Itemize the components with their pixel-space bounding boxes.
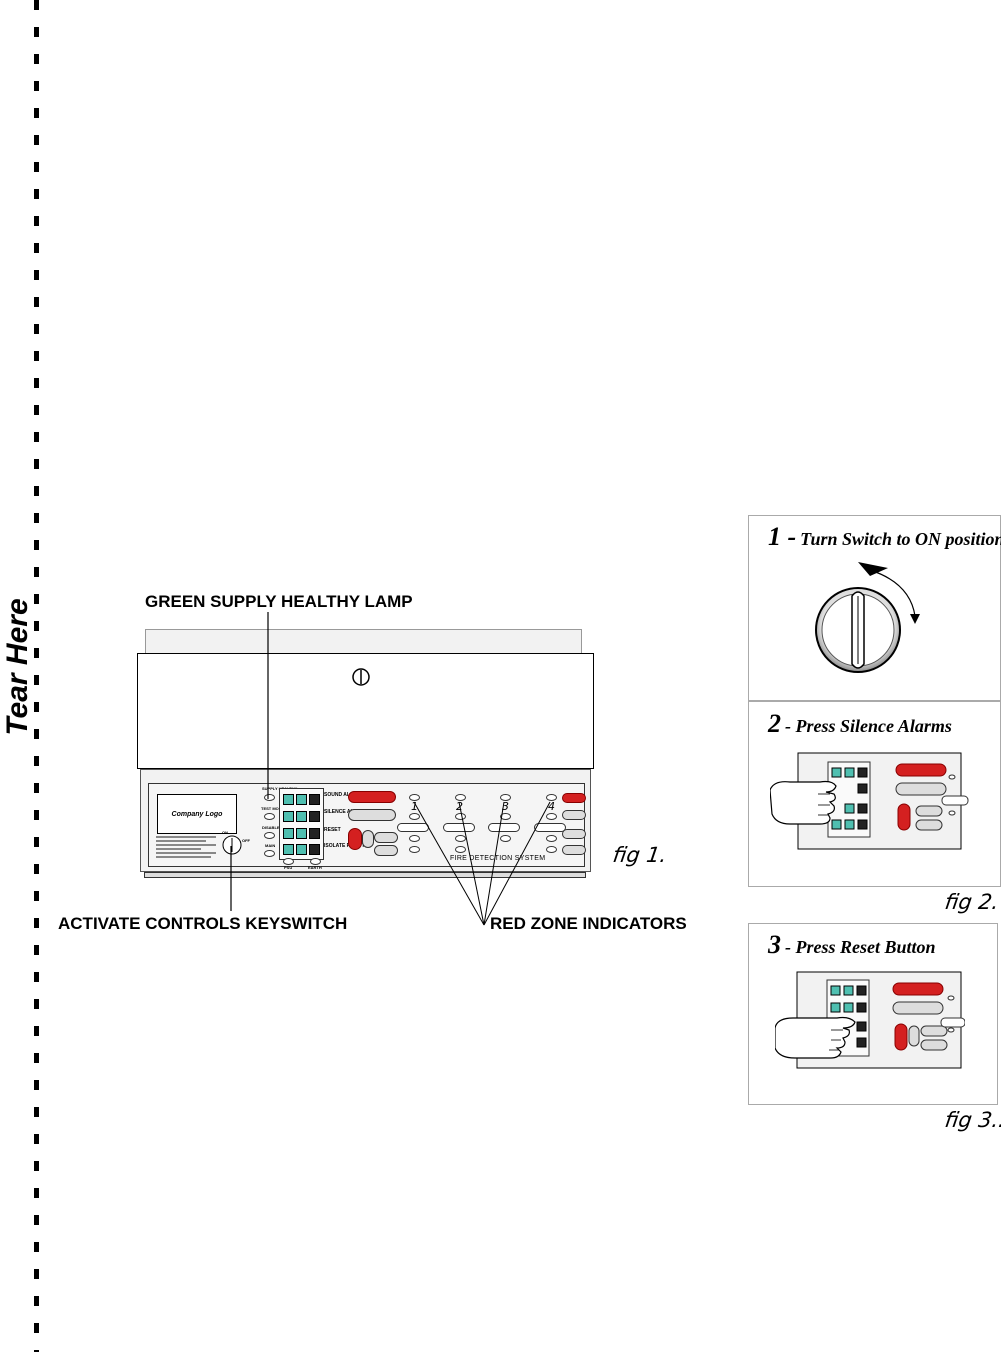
- earth-led: [310, 858, 321, 865]
- activate-pill[interactable]: [374, 832, 398, 843]
- step2-number: 2: [768, 709, 781, 738]
- control-button[interactable]: [309, 811, 320, 822]
- zone-led: [409, 835, 420, 842]
- step3-text: - Press Reset Button: [785, 937, 936, 957]
- step2-heading: 2 - Press Silence Alarms: [768, 709, 952, 739]
- zone-led: [455, 813, 466, 820]
- zone-number: 3: [502, 800, 509, 813]
- supply-healthy-led: [264, 794, 275, 801]
- test-mode-led: [264, 813, 275, 820]
- disabled-led: [264, 832, 275, 839]
- step1-text: Turn Switch to ON position: [800, 529, 1001, 549]
- step2-text: - Press Silence Alarms: [785, 716, 952, 736]
- control-button[interactable]: [309, 844, 320, 855]
- fig3-caption: fig 3..: [943, 1108, 1001, 1132]
- keyswitch-icon[interactable]: [221, 834, 243, 856]
- step1-heading: 1 - Turn Switch to ON position: [768, 522, 1001, 552]
- panel-base: [144, 872, 586, 878]
- keyswitch-on-text: ON: [222, 830, 228, 835]
- zone-led: [409, 846, 420, 853]
- psu-text: PSU: [284, 865, 293, 870]
- zone-led: [546, 835, 557, 842]
- panel-top: [145, 629, 582, 655]
- earth-text: EARTH: [308, 865, 322, 870]
- isolate-remote-text: ISOLATE REMOTE: [324, 843, 369, 849]
- zone-led: [455, 846, 466, 853]
- control-button[interactable]: [283, 844, 294, 855]
- zone-led: [546, 794, 557, 801]
- zone-number: 4: [548, 800, 555, 813]
- fig2-caption: fig 2.: [943, 890, 1001, 914]
- keyswitch-label: ACTIVATE CONTROLS KEYSWITCH: [58, 914, 348, 933]
- step3-number: 3: [768, 930, 781, 959]
- company-logo: Company Logo: [157, 794, 237, 834]
- zone-led: [546, 813, 557, 820]
- zone-label-slot: [443, 823, 475, 832]
- psu-led: [283, 858, 294, 865]
- fire-button[interactable]: [348, 828, 362, 850]
- zone-led: [500, 813, 511, 820]
- zone-led: [500, 835, 511, 842]
- control-button[interactable]: [296, 811, 307, 822]
- fault-pill[interactable]: [374, 845, 398, 856]
- reset-button-illustration: [775, 971, 965, 1069]
- control-button-grid: [279, 788, 324, 860]
- step1-number: 1 -: [768, 522, 797, 551]
- control-button[interactable]: [296, 828, 307, 839]
- zone-label-slot: [534, 823, 566, 832]
- zone-led: [409, 813, 420, 820]
- fire-button-secondary[interactable]: [362, 830, 374, 848]
- red-zone-label: RED ZONE INDICATORS: [490, 914, 687, 933]
- control-button[interactable]: [296, 844, 307, 855]
- step3-heading: 3 - Press Reset Button: [768, 930, 936, 960]
- status-pill: [562, 829, 586, 839]
- disabled-text: DISABLED: [262, 825, 283, 830]
- silence-pill[interactable]: [348, 809, 396, 821]
- silence-alarms-text: SILENCE ALARMS: [324, 809, 369, 815]
- main-led: [264, 850, 275, 857]
- zone-led: [455, 794, 466, 801]
- zone-led: [500, 794, 511, 801]
- main-text: MAIN: [265, 843, 276, 848]
- keyswitch-off-text: OFF: [242, 838, 250, 843]
- zone-label-slot: [488, 823, 520, 832]
- green-supply-label: GREEN SUPPLY HEALTHY LAMP: [145, 592, 413, 611]
- fire-indicator: [348, 791, 396, 803]
- sound-alarms-text: SOUND ALARMS: [324, 792, 365, 798]
- zone-led: [546, 846, 557, 853]
- control-button[interactable]: [283, 811, 294, 822]
- test-mode-text: TEST MODE: [261, 806, 285, 811]
- control-button[interactable]: [283, 828, 294, 839]
- silence-alarms-illustration: [770, 752, 969, 850]
- zone-number: 1: [411, 800, 418, 813]
- fire-status-indicator: [562, 793, 586, 803]
- control-button[interactable]: [309, 828, 320, 839]
- keyswitch-dial-icon: [815, 562, 920, 673]
- panel-instructions: [156, 834, 216, 860]
- control-button[interactable]: [309, 794, 320, 805]
- panel-door: [137, 653, 594, 769]
- system-title: FIRE DETECTION SYSTEM: [450, 855, 546, 862]
- tear-line: [34, 0, 39, 1352]
- control-button[interactable]: [296, 794, 307, 805]
- reset-text: RESET: [324, 827, 341, 833]
- zone-led: [409, 794, 420, 801]
- control-button[interactable]: [283, 794, 294, 805]
- lock-icon: [352, 668, 370, 686]
- status-pill: [562, 810, 586, 820]
- zone-led: [455, 835, 466, 842]
- status-pill: [562, 845, 586, 855]
